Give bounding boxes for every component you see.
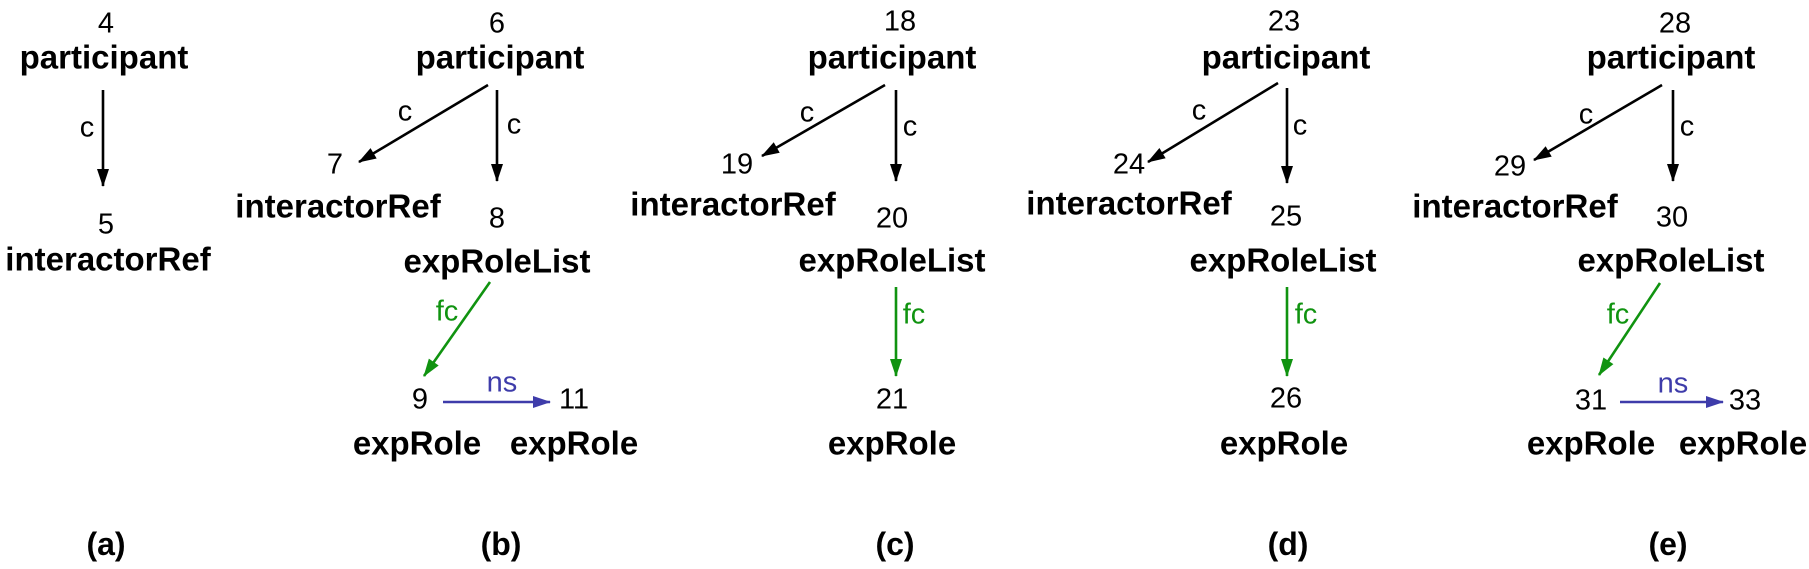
node-label: expRoleList	[403, 242, 591, 280]
node-number: 18	[883, 5, 917, 38]
node-label: expRole	[1219, 424, 1349, 462]
node-number: 25	[1269, 200, 1303, 233]
node-number: 33	[1728, 384, 1762, 417]
edge-label-c: c	[79, 111, 95, 144]
panel-caption: (a)	[86, 526, 126, 562]
node-label: participant	[415, 38, 585, 76]
node-number: 28	[1658, 7, 1692, 40]
edge-label-fc: fc	[435, 295, 459, 328]
node-number: 8	[488, 202, 506, 235]
edge-c-arrow-23-24	[1147, 81, 1279, 164]
node-number: 4	[97, 7, 115, 40]
node-label: interactorRef	[235, 187, 441, 225]
edge-label-c: c	[1292, 109, 1308, 142]
edge-label-c: c	[1679, 110, 1695, 143]
edge-label-c: c	[902, 110, 918, 143]
node-number: 5	[97, 208, 115, 241]
node-number: 6	[488, 7, 506, 40]
edge-c-arrow-6-7	[358, 83, 489, 164]
node-number: 26	[1269, 382, 1303, 415]
node-number: 11	[558, 383, 590, 416]
edge-fc-arrow-8-9	[422, 281, 492, 377]
panel-caption: (e)	[1648, 526, 1688, 562]
edge-label-c: c	[1578, 98, 1594, 131]
node-label: interactorRef	[1412, 187, 1618, 225]
node-label: participant	[1586, 38, 1756, 76]
node-label: participant	[807, 38, 977, 76]
edge-label-fc: fc	[1294, 298, 1318, 331]
node-number: 19	[720, 148, 754, 181]
node-label: expRole	[1678, 424, 1808, 462]
edge-label-ns: ns	[1657, 367, 1689, 400]
edge-fc-arrow-30-31	[1597, 282, 1662, 376]
edge-label-c: c	[397, 95, 413, 128]
node-label: interactorRef	[630, 185, 836, 223]
panel-caption: (b)	[480, 526, 522, 562]
node-label: expRole	[352, 424, 482, 462]
node-label: expRoleList	[1189, 241, 1377, 279]
node-number: 20	[875, 202, 909, 235]
panel-caption: (d)	[1267, 526, 1309, 562]
edge-label-fc: fc	[902, 298, 926, 331]
node-label: expRoleList	[1577, 241, 1765, 279]
panel-caption: (c)	[875, 526, 915, 562]
node-label: interactorRef	[5, 240, 211, 278]
node-number: 21	[875, 383, 909, 416]
node-label: participant	[19, 38, 189, 76]
edge-label-fc: fc	[1606, 298, 1630, 331]
node-label: expRole	[509, 424, 639, 462]
node-number: 7	[326, 148, 344, 181]
node-label: expRole	[1526, 424, 1656, 462]
edge-label-c: c	[799, 96, 815, 129]
edge-label-ns: ns	[486, 366, 518, 399]
edge-c-arrow-18-19	[761, 83, 886, 158]
node-number: 30	[1655, 201, 1689, 234]
edge-label-c: c	[1191, 94, 1207, 127]
node-number: 24	[1112, 148, 1146, 181]
node-number: 31	[1574, 384, 1608, 417]
edge-label-c: c	[506, 108, 522, 141]
node-label: expRole	[827, 424, 957, 462]
node-number: 23	[1267, 5, 1301, 38]
node-label: interactorRef	[1026, 184, 1232, 222]
node-label: participant	[1201, 38, 1371, 76]
node-label: expRoleList	[798, 241, 986, 279]
edge-c-arrow-28-29	[1533, 83, 1663, 162]
node-number: 9	[411, 383, 429, 416]
node-number: 29	[1493, 150, 1527, 183]
